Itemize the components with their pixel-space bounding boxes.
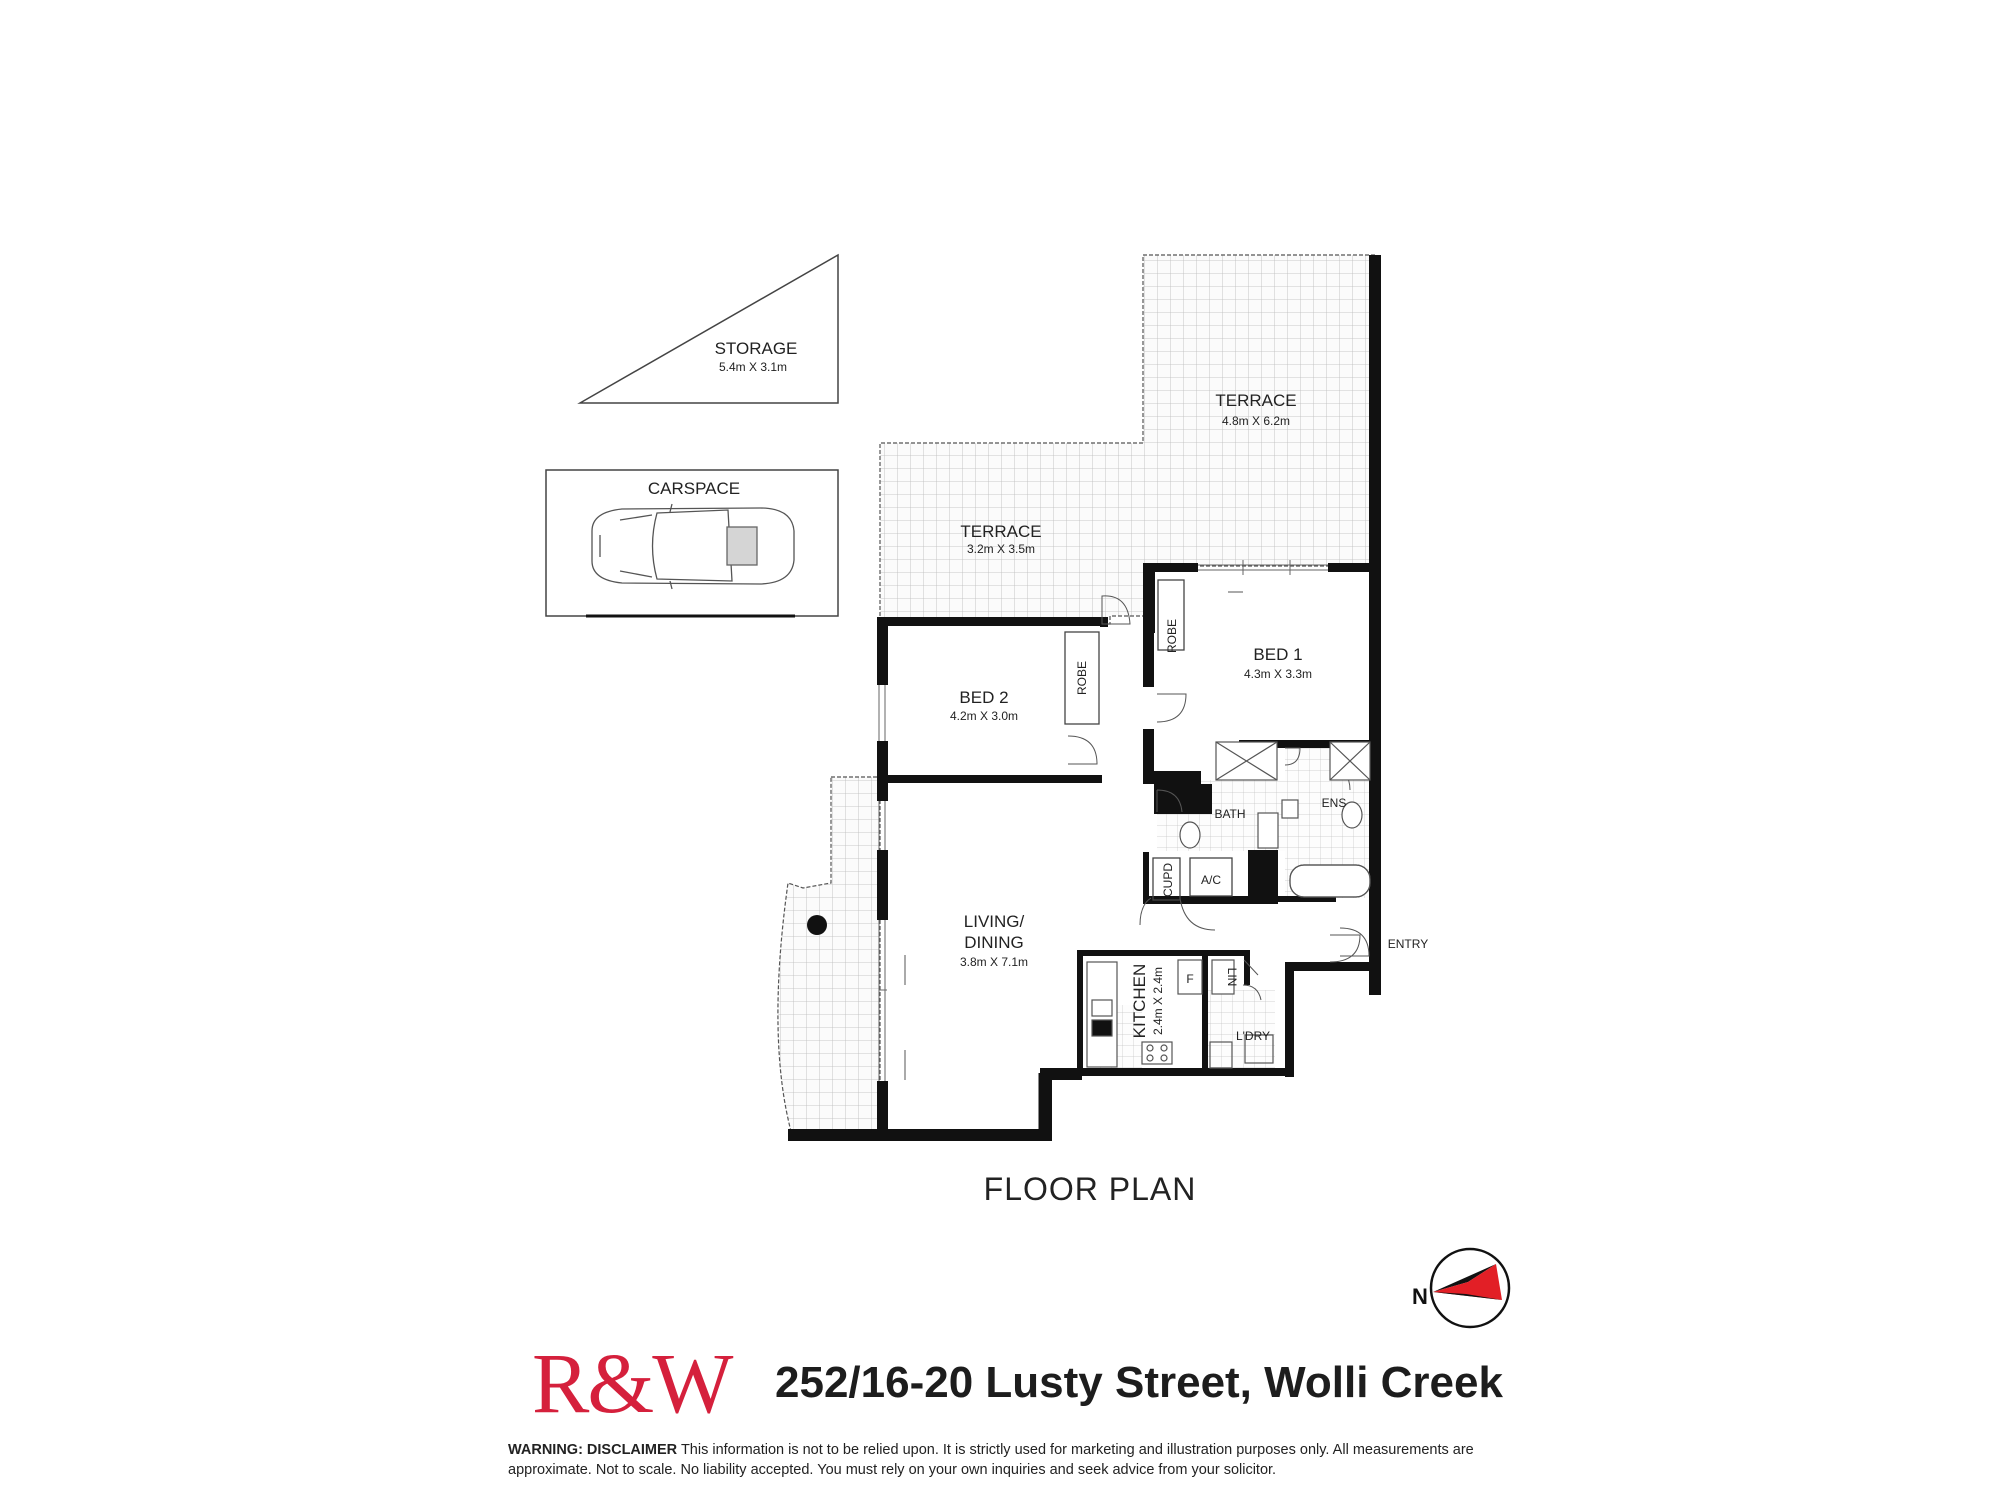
fridge-label: F [1186,972,1193,986]
storage-dims: 5.4m X 3.1m [719,360,787,374]
sliding-door-marks [904,591,1243,1080]
compass-icon: N [1412,1247,1511,1329]
windows [878,560,1328,1081]
floor-plan-title: FLOOR PLAN [984,1171,1197,1207]
terrace-lower-labels: TERRACE 3.2m X 3.5m [960,522,1041,556]
disclaimer: WARNING: DISCLAIMER This information is … [508,1441,1508,1480]
terrace-upper-labels: TERRACE 4.8m X 6.2m [1215,391,1296,428]
living-labels: LIVING/ DINING 3.8m X 7.1m [960,912,1028,969]
bed2-labels: BED 2 4.2m X 3.0m [950,688,1018,723]
entry-label: ENTRY [1388,937,1428,951]
bath-fixtures [1179,741,1371,898]
linen-label: LIN [1225,968,1239,987]
carspace-area: CARSPACE [545,469,839,618]
ens-label: ENS [1322,796,1347,810]
robe1-label: ROBE [1165,619,1179,653]
bed1-robe: ROBE [1157,579,1185,653]
kitchen-fixtures [1086,959,1274,1069]
bed2-label: BED 2 [959,688,1008,707]
column-icon [807,915,827,935]
kitchen-labels: KITCHEN 2.4m X 2.4m [1130,964,1165,1039]
terrace-lower-label: TERRACE [960,522,1041,541]
storage-area: STORAGE 5.4m X 3.1m [577,253,839,404]
compass-letter: N [1412,1284,1428,1309]
cupd-label: CUPD [1161,863,1175,897]
kitchen-label: KITCHEN [1130,964,1149,1039]
bath-label: BATH [1214,807,1245,821]
bed1-labels: BED 1 4.3m X 3.3m [1244,645,1312,681]
kitchen-dims: 2.4m X 2.4m [1151,967,1165,1035]
property-address: 252/16-20 Lusty Street, Wolli Creek [775,1358,1503,1407]
storage-label: STORAGE [715,339,798,358]
disclaimer-text: This information is not to be relied upo… [508,1442,1474,1478]
bed1-label: BED 1 [1253,645,1302,664]
bed2-robe: ROBE [1064,631,1100,725]
bed2-dims: 4.2m X 3.0m [950,709,1018,723]
robe2-label: ROBE [1075,661,1089,695]
terrace-lower-dims: 3.2m X 3.5m [967,542,1035,556]
ac-label: A/C [1201,873,1221,887]
terrace-tiling [879,254,1376,625]
cupd-ac: CUPD A/C [1152,857,1233,901]
car-icon [591,503,795,590]
terrace-upper-label: TERRACE [1215,391,1296,410]
walls [788,255,1381,1141]
living-label-line1: LIVING/ [964,912,1025,931]
terrace-upper-dims: 4.8m X 6.2m [1222,414,1290,428]
carspace-label: CARSPACE [648,479,740,498]
balcony-area [777,776,881,1136]
living-label-line2: DINING [964,933,1024,952]
living-dims: 3.8m X 7.1m [960,955,1028,969]
entry-door [1339,927,1370,957]
brand-logo: R&W [532,1335,733,1431]
disclaimer-warning-label: WARNING: DISCLAIMER [508,1442,678,1458]
bed1-dims: 4.3m X 3.3m [1244,667,1312,681]
laundry-label: L'DRY [1236,1029,1270,1043]
